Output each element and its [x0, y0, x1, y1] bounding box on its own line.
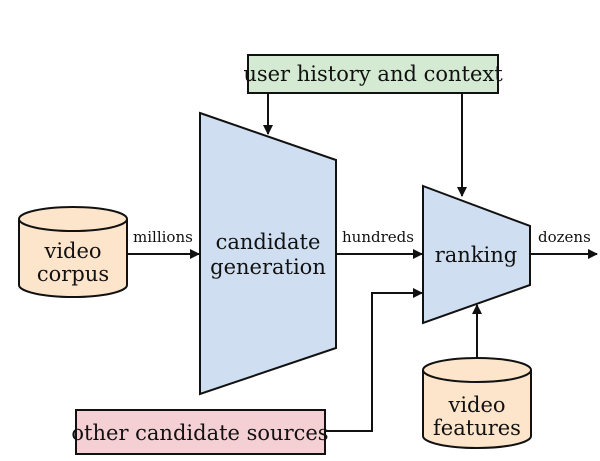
edge-label-hundreds: hundreds [342, 228, 414, 246]
video-features-cylinder: video features [422, 357, 532, 449]
ranking-label: ranking [435, 243, 518, 267]
edge-label-dozens: dozens [538, 228, 591, 246]
video-corpus-cylinder: video corpus [18, 206, 128, 298]
edge-label-millions: millions [133, 228, 193, 246]
candidate-generation-label-line2: generation [210, 255, 326, 279]
ranking-block: ranking [422, 184, 531, 325]
video-features-label-line2: features [433, 416, 521, 440]
other-candidate-sources-label: other candidate sources [71, 421, 328, 445]
other-candidate-sources-box: other candidate sources [71, 409, 329, 455]
video-corpus-label-line2: corpus [37, 262, 109, 286]
video-features-label-line1: video [447, 393, 505, 417]
video-corpus-label-line1: video [43, 239, 101, 263]
candidate-generation-label-line1: candidate [216, 230, 321, 254]
candidate-generation-block: candidate generation [199, 111, 337, 396]
user-history-label: user history and context [243, 62, 503, 86]
arrow-other-sources-to-ranking [325, 288, 423, 432]
user-history-box: user history and context [243, 54, 503, 94]
